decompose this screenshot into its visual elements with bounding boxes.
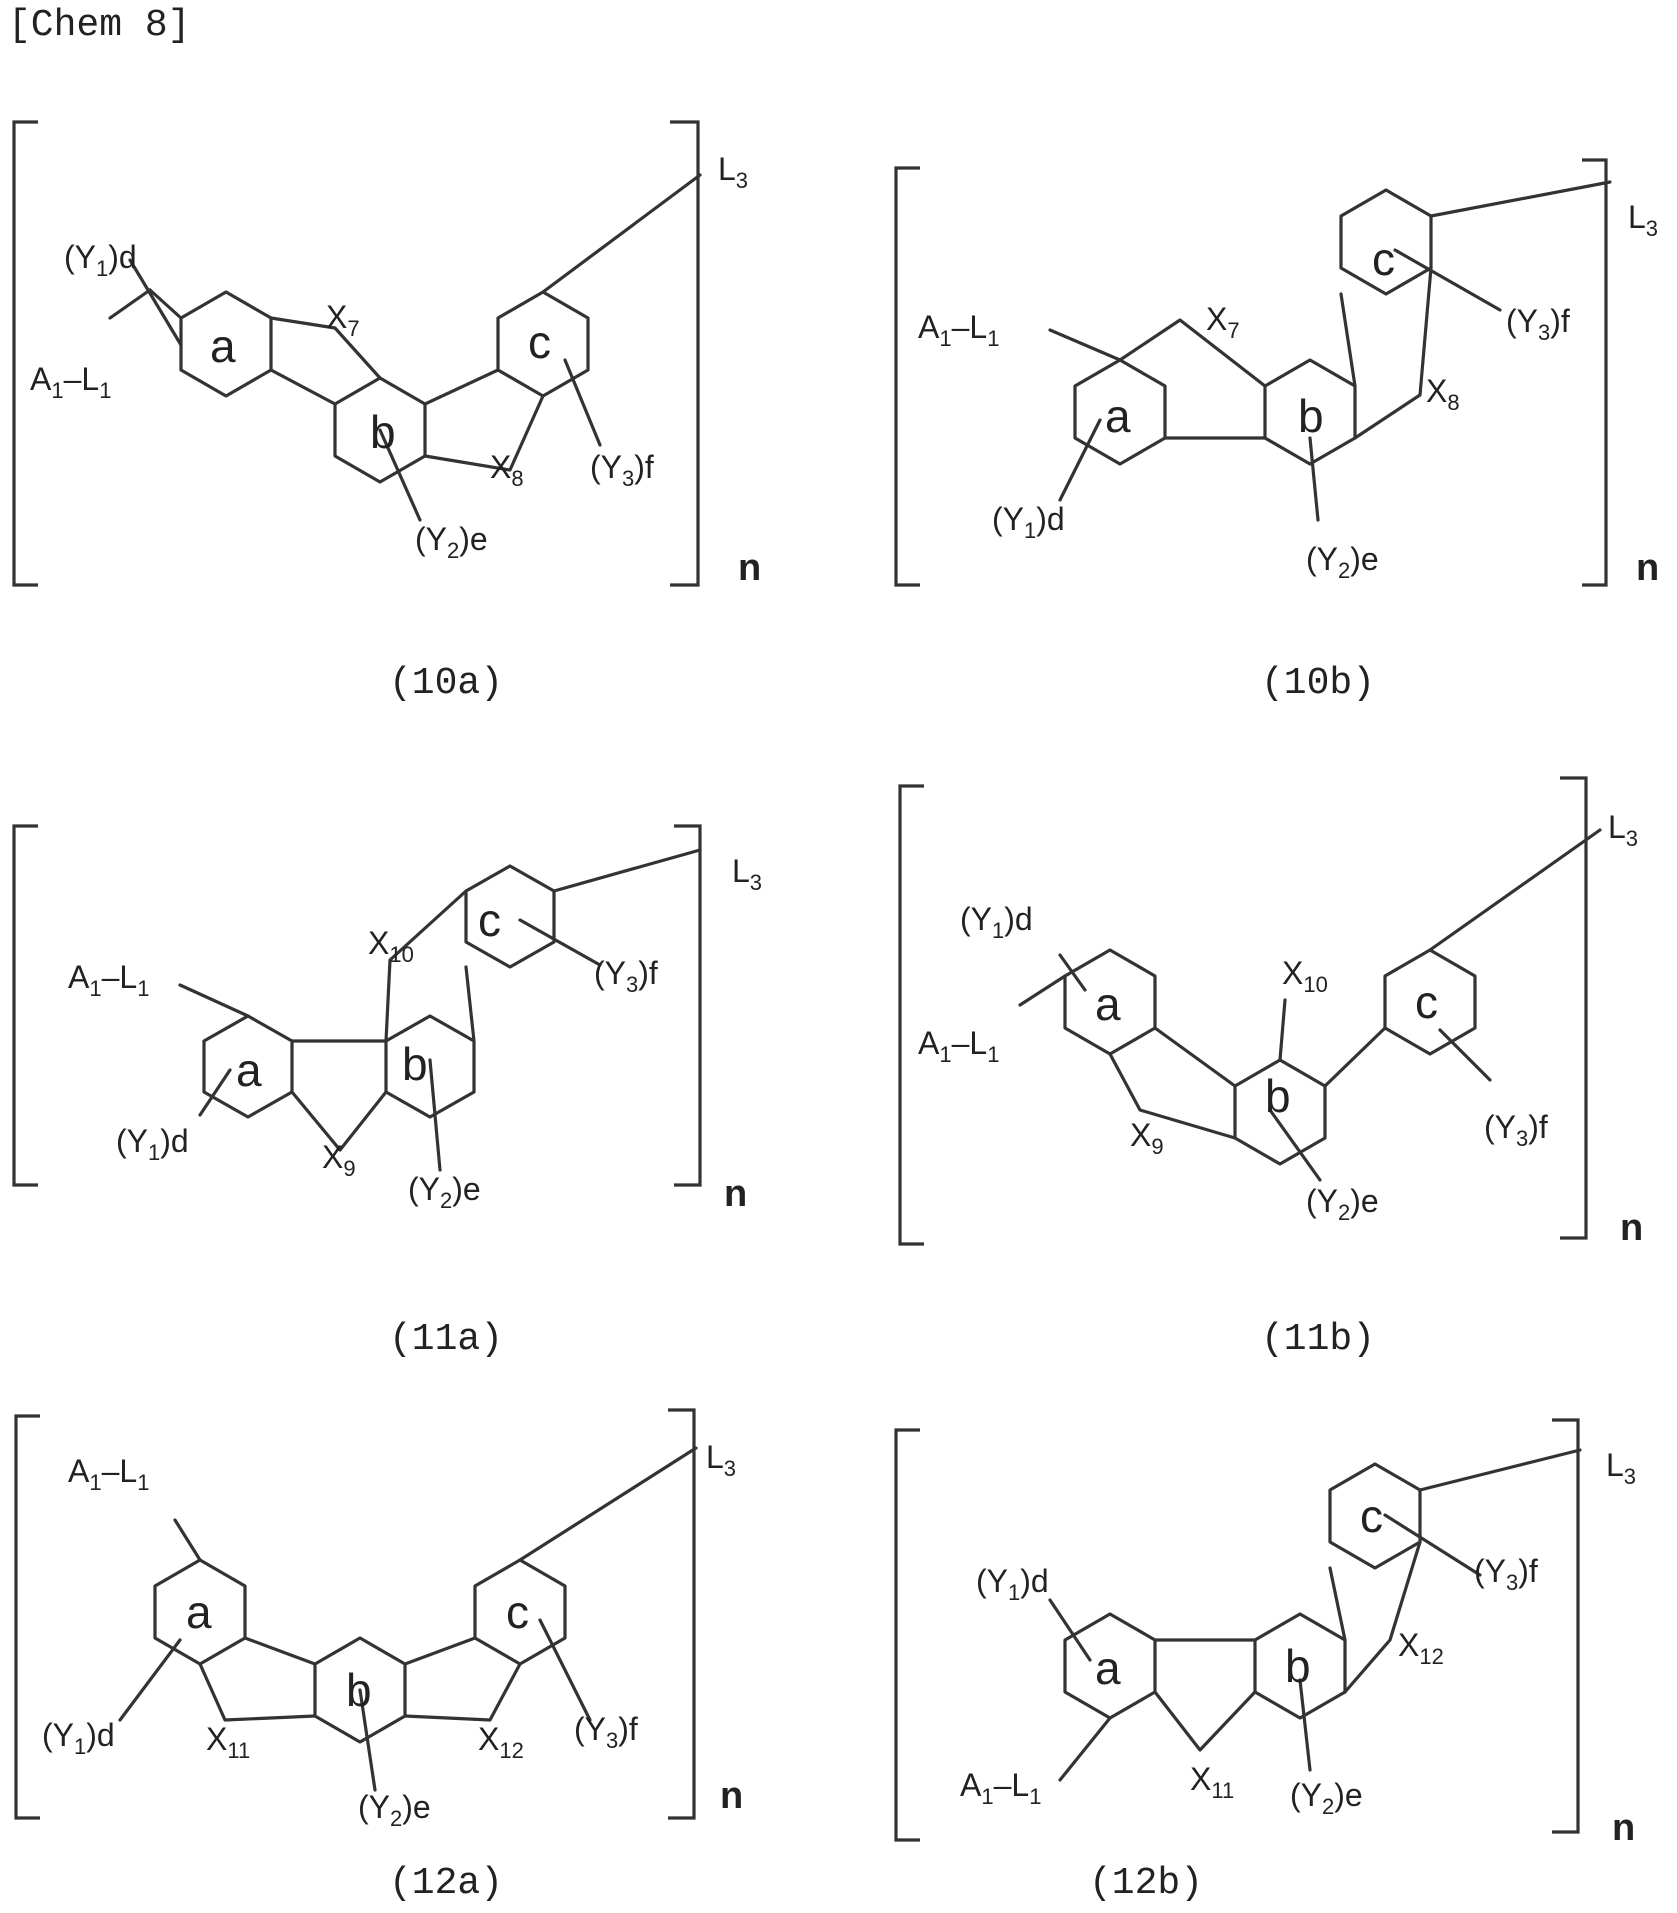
caption-10a: (10a) [296, 662, 596, 705]
y3-label-12a: (Y3)f [574, 1711, 638, 1753]
a1-l1-label-10b: A1–L1 [918, 309, 999, 351]
y3-label-10a: (Y3)f [590, 449, 654, 491]
y2-label-11a: (Y2)e [408, 1171, 481, 1213]
structure-10b: n a b c A1–L1 X7 X8 (Y3)f (Y1)d (Y2)e L3 [896, 160, 1659, 589]
l3-label-11a: L3 [732, 853, 762, 895]
substituent-bonds-12b [1050, 1450, 1580, 1780]
structure-12b: n a b c (Y1)d (Y3)f X12 X11 A1–L1 (Y2)e … [896, 1420, 1636, 1849]
rings-10b [1050, 182, 1610, 520]
x11-label-12a: X11 [206, 1721, 250, 1763]
y2-label-12a: (Y2)e [358, 1789, 431, 1831]
repeat-n-12a: n [720, 1775, 743, 1817]
y2-label-10a: (Y2)e [415, 521, 488, 563]
a1-l1-label-10a: A1–L1 [30, 361, 111, 403]
a1-l1-label-11b: A1–L1 [918, 1025, 999, 1067]
x8-label-10a: X8 [490, 449, 524, 491]
y1-label-11a: (Y1)d [116, 1123, 189, 1165]
ring-label-c-12b: c [1360, 1490, 1383, 1542]
bracket-right-10a [670, 122, 698, 585]
bracket-left-11a [14, 826, 38, 1185]
repeat-n-10b: n [1636, 547, 1659, 589]
y3-label-11b: (Y3)f [1484, 1109, 1548, 1151]
caption-12b: (12b) [996, 1862, 1296, 1905]
ring-label-b-10b: b [1298, 390, 1324, 442]
x11-label-12b: X11 [1190, 1761, 1234, 1803]
bracket-left-12b [896, 1430, 920, 1840]
bracket-right-11b [1560, 778, 1586, 1238]
y2-label-11b: (Y2)e [1306, 1183, 1379, 1225]
structure-11a: n a b c A1–L1 X10 X9 (Y3)f (Y1)d (Y2)e L… [14, 826, 762, 1215]
ring-label-c-10a: c [528, 316, 551, 368]
ring-label-b-11a: b [402, 1038, 428, 1090]
substituent-bonds-11a [180, 850, 700, 1170]
x9-label-11b: X9 [1130, 1117, 1164, 1159]
ring-label-a-11a: a [236, 1044, 262, 1096]
repeat-n-12b: n [1612, 1807, 1635, 1849]
ring-label-c-11b: c [1415, 976, 1438, 1028]
structure-11b: n a b c (Y1)d A1–L1 X10 X9 (Y3)f (Y2)e L… [900, 778, 1643, 1249]
a1-l1-label-12b: A1–L1 [960, 1767, 1041, 1809]
y1-label-10a: (Y1)d [64, 239, 137, 281]
bracket-right-12b [1552, 1420, 1578, 1832]
bracket-left-12a [16, 1416, 40, 1818]
ring-label-c-12a: c [506, 1586, 529, 1638]
y3-label-10b: (Y3)f [1506, 303, 1570, 345]
repeat-n-11b: n [1620, 1207, 1643, 1249]
a1-l1-label-12a: A1–L1 [68, 1453, 149, 1495]
ring-label-a-12a: a [186, 1586, 212, 1638]
l3-label-10a: L3 [718, 151, 748, 193]
l3-label-11b: L3 [1608, 809, 1638, 851]
bracket-right-10b [1582, 160, 1606, 585]
y3-label-11a: (Y3)f [594, 955, 658, 997]
bracket-left-11b [900, 786, 924, 1244]
a1-l1-label-11a: A1–L1 [68, 959, 149, 1001]
l3-label-10b: L3 [1628, 199, 1658, 241]
y2-label-12b: (Y2)e [1290, 1777, 1363, 1819]
ring-label-b-11b: b [1265, 1070, 1291, 1122]
l3-label-12a: L3 [706, 1439, 736, 1481]
caption-12a: (12a) [296, 1862, 596, 1905]
bracket-left-10b [896, 168, 920, 585]
ring-label-b-12a: b [346, 1664, 372, 1716]
x9-label-11a: X9 [322, 1139, 356, 1181]
l3-label-12b: L3 [1606, 1447, 1636, 1489]
structure-10a: n a b c (Y1)d A1–L1 X7 X8 (Y3)f (Y2)e L3 [14, 122, 761, 589]
bracket-right-12a [668, 1410, 694, 1818]
repeat-n-11a: n [724, 1173, 747, 1215]
y1-label-12b: (Y1)d [976, 1563, 1049, 1605]
bracket-left-10a [14, 122, 38, 585]
ring-label-a-10a: a [210, 320, 236, 372]
x8-label-10b: X8 [1426, 373, 1460, 415]
ring-label-a-11b: a [1095, 978, 1121, 1030]
x7-label-10a: X7 [326, 299, 360, 341]
bracket-right-11a [674, 826, 700, 1185]
y1-label-12a: (Y1)d [42, 1717, 115, 1759]
ring-label-c-11a: c [478, 894, 501, 946]
ring-label-a-12b: a [1095, 1642, 1121, 1694]
caption-10b: (10b) [1168, 662, 1468, 705]
x12-label-12a: X12 [478, 1721, 524, 1763]
caption-11b: (11b) [1168, 1318, 1468, 1361]
x10-label-11b: X10 [1282, 955, 1328, 997]
y3-label-12b: (Y3)f [1474, 1553, 1538, 1595]
structure-12a: n a b c A1–L1 (Y1)d X11 X12 (Y3)f (Y2)e … [16, 1410, 743, 1831]
y1-label-10b: (Y1)d [992, 501, 1065, 543]
x12-label-12b: X12 [1398, 1627, 1444, 1669]
rings-11a [180, 850, 700, 1170]
x7-label-10b: X7 [1206, 301, 1240, 343]
y2-label-10b: (Y2)e [1306, 541, 1379, 583]
ring-label-b-10a: b [370, 406, 396, 458]
ring-label-a-10b: a [1105, 390, 1131, 442]
ring-label-b-12b: b [1285, 1640, 1311, 1692]
x10-label-11a: X10 [368, 925, 414, 967]
y1-label-11b: (Y1)d [960, 901, 1033, 943]
rings-12b [1050, 1450, 1580, 1780]
repeat-n-10a: n [738, 547, 761, 589]
caption-11a: (11a) [296, 1318, 596, 1361]
ring-label-c-10b: c [1372, 233, 1395, 285]
